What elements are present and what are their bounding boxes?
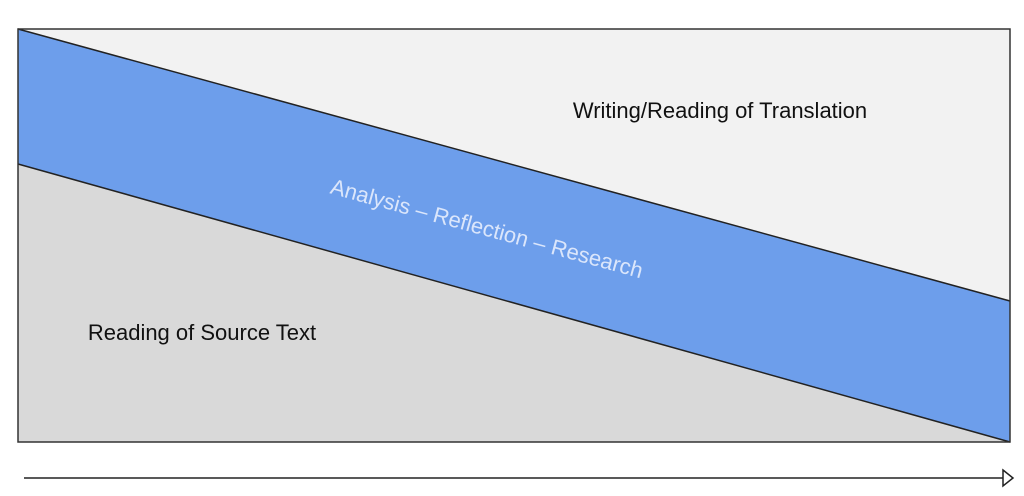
bottom-region-label: Reading of Source Text [88,320,316,345]
top-region-label: Writing/Reading of Translation [573,98,867,123]
time-arrow [24,468,1015,488]
diagram-frame [17,28,1011,443]
upper-divider-line [17,28,1011,302]
analysis-band [18,29,1010,442]
lower-divider-line [17,163,1011,443]
arrowhead-icon [1002,468,1015,488]
